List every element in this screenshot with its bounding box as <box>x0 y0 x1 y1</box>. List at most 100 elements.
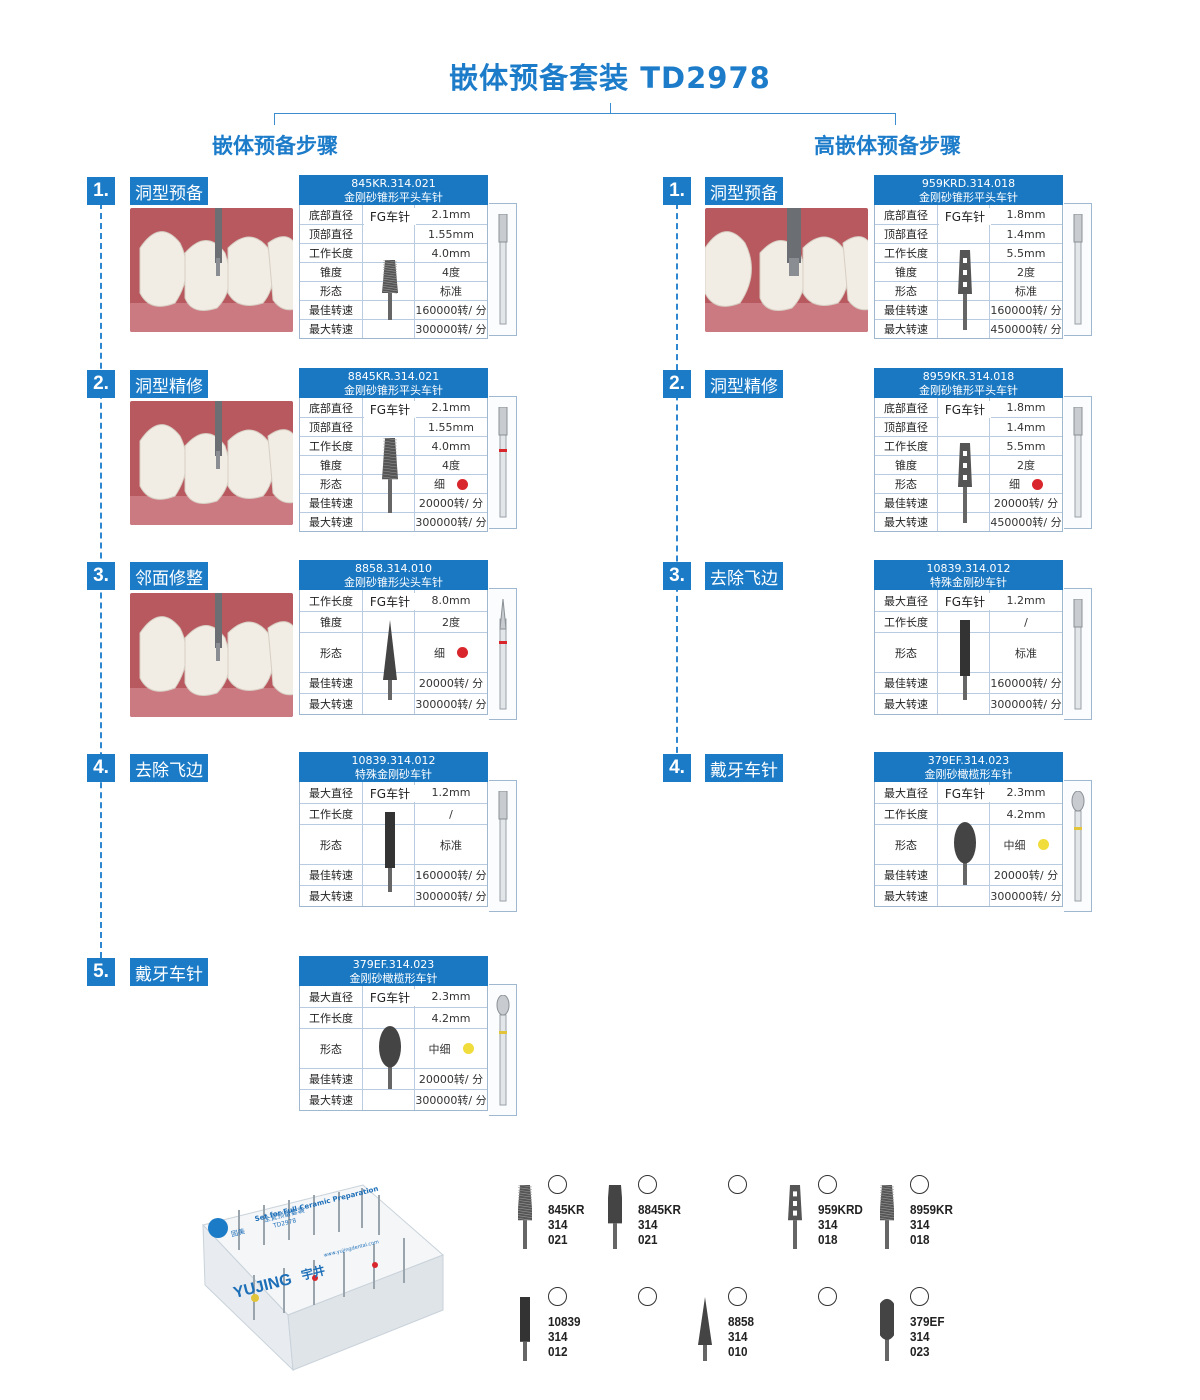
spec-label: 形态 <box>875 475 938 493</box>
spec-value: 细 <box>434 646 445 660</box>
left-step-4-spec-row: 最大直径 1.2mm <box>300 782 487 803</box>
spec-value: 4度 <box>442 459 460 472</box>
right-step-2-spec-row: 最佳转速 20000转/ 分 <box>875 493 1062 512</box>
left-step-3-model-code: 8858.314.010 <box>355 562 432 575</box>
spec-value: 300000转/ 分 <box>415 516 487 529</box>
spec-value: 300000转/ 分 <box>415 1094 487 1107</box>
spec-label: 底部直径 <box>300 398 363 417</box>
spec-label: 最大转速 <box>875 513 938 531</box>
left-step-1-spec-row: 底部直径 2.1mm <box>300 205 487 224</box>
left-step-2-bur-closeup-icon <box>364 438 416 513</box>
checkbox-circle-icon[interactable] <box>728 1287 747 1306</box>
left-step-3-fg-label: FG车针 <box>364 593 416 610</box>
spec-label: 最佳转速 <box>875 673 938 693</box>
left-step-2-clinical-photo <box>130 401 293 525</box>
left-step-2-model-code: 8845KR.314.021 <box>347 370 440 383</box>
spec-value: 2.1mm <box>431 208 471 221</box>
spec-label: 最佳转速 <box>300 1069 363 1089</box>
left-step-4-fg-label: FG车针 <box>364 785 416 802</box>
right-step-3-spec-row: 最大直径 1.2mm <box>875 590 1062 611</box>
checkbox-circle-icon[interactable] <box>818 1287 837 1306</box>
legend-code-line: 379EF <box>910 1314 945 1329</box>
spec-value: 8.0mm <box>431 594 471 607</box>
left-step-4-bur-closeup-icon <box>364 812 416 892</box>
left-step-2-spec-row: 顶部直径 1.55mm <box>300 417 487 436</box>
legend-code-line: 314 <box>638 1217 658 1232</box>
checkbox-circle-icon[interactable] <box>910 1287 929 1306</box>
spec-label: 工作长度 <box>300 244 363 262</box>
right-step-3-model-code: 10839.314.012 <box>926 562 1011 575</box>
spec-label: 锥度 <box>300 456 363 474</box>
right-step-1-model-name: 金刚砂锥形平头车针 <box>919 190 1018 204</box>
right-step-2-spec-row: 最大转速 450000转/ 分 <box>875 512 1062 531</box>
left-step-3-spec-row: 形态 细 <box>300 632 487 672</box>
left-step-5-label: 戴牙车针 <box>130 958 208 986</box>
right-step-2-bur-profile-icon <box>1064 396 1092 529</box>
right-step-4-model-name: 金刚砂橄榄形车针 <box>924 767 1013 781</box>
right-step-4-number: 4. <box>663 754 691 782</box>
right-step-1-number: 1. <box>663 177 691 205</box>
left-step-2-number: 2. <box>87 370 115 398</box>
checkbox-circle-icon[interactable] <box>548 1287 567 1306</box>
left-step-1-bur-profile-icon <box>489 203 517 336</box>
spec-value: 300000转/ 分 <box>415 698 487 711</box>
spec-value: 20000转/ 分 <box>418 497 484 510</box>
spec-value: 20000转/ 分 <box>418 677 484 690</box>
spec-value: 4.0mm <box>431 439 471 453</box>
spec-label: 顶部直径 <box>875 225 938 243</box>
legend-item <box>788 1287 878 1377</box>
spec-value: 2度 <box>442 616 460 629</box>
spec-label: 形态 <box>300 825 363 864</box>
checkbox-circle-icon[interactable] <box>638 1175 657 1194</box>
spec-label: 工作长度 <box>875 612 938 632</box>
left-step-4-spec-row: 最大转速 300000转/ 分 <box>300 885 487 906</box>
main-title: 嵌体预备套装 TD2978 <box>449 61 771 95</box>
spec-label: 形态 <box>300 633 363 672</box>
left-step-2-spec-row: 最佳转速 20000转/ 分 <box>300 493 487 512</box>
left-step-1-label: 洞型预备 <box>130 177 208 205</box>
spec-value: 2.3mm <box>431 990 471 1003</box>
spec-label: 底部直径 <box>300 205 363 224</box>
right-step-4-label: 戴牙车针 <box>705 754 783 782</box>
spec-label: 最佳转速 <box>875 301 938 319</box>
legend-item: 8858 314 010 <box>698 1287 788 1377</box>
right-step-2-model-code: 8959KR.314.018 <box>922 370 1015 383</box>
bur-kit-image: YUJING 宇井 Set for Full Ceramic Preparati… <box>193 1180 453 1380</box>
left-step-3-label: 邻面修整 <box>130 562 208 590</box>
legend-code-line: 10839 <box>548 1314 581 1329</box>
right-timeline <box>676 203 678 763</box>
right-step-4-spec-row: 最大转速 300000转/ 分 <box>875 885 1062 906</box>
spec-label: 工作长度 <box>300 590 363 611</box>
right-step-3-bur-closeup-icon <box>939 620 991 700</box>
checkbox-circle-icon[interactable] <box>728 1175 747 1194</box>
spec-label: 顶部直径 <box>875 418 938 436</box>
checkbox-circle-icon[interactable] <box>638 1287 657 1306</box>
left-step-2-label: 洞型精修 <box>130 370 208 398</box>
right-step-4-spec-row: 最佳转速 20000转/ 分 <box>875 864 1062 885</box>
legend-code-line: 8858 <box>728 1314 755 1329</box>
checkbox-circle-icon[interactable] <box>818 1175 837 1194</box>
spec-value: 细 <box>1009 478 1020 491</box>
legend-code-line: 314 <box>910 1217 930 1232</box>
checkbox-circle-icon[interactable] <box>548 1175 567 1194</box>
spec-label: 形态 <box>300 1029 363 1068</box>
left-step-1-model-code: 845KR.314.021 <box>351 177 436 190</box>
left-step-1-spec-row: 最佳转速 160000转/ 分 <box>300 300 487 319</box>
legend-code-line: 314 <box>818 1217 838 1232</box>
legend-item: 959KRD 314 018 <box>788 1175 878 1265</box>
legend-item: 379EF 314 023 <box>880 1287 970 1377</box>
left-step-3-model-name: 金刚砂锥形尖头车针 <box>344 575 443 589</box>
checkbox-circle-icon[interactable] <box>910 1175 929 1194</box>
spec-value: 1.2mm <box>431 786 471 799</box>
right-step-1-bur-profile-icon <box>1064 203 1092 336</box>
title-bracket <box>274 113 896 125</box>
spec-value: 1.55mm <box>428 227 474 241</box>
spec-label: 底部直径 <box>875 205 938 224</box>
